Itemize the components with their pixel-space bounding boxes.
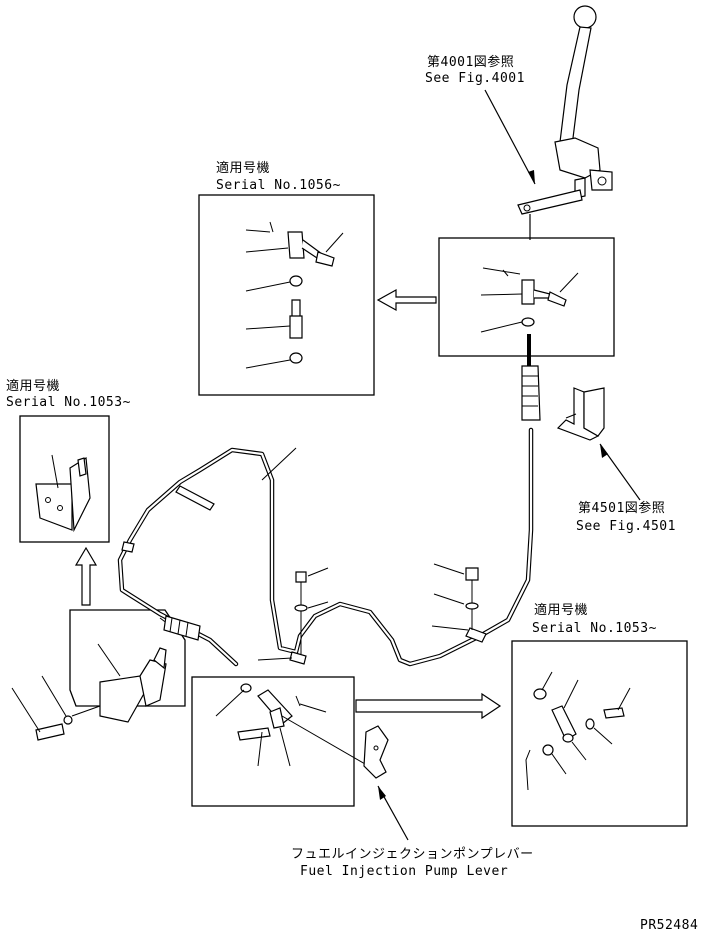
detail-box-bracket (69, 609, 186, 707)
detail-box-cable-end (438, 237, 615, 357)
arrowhead-4501 (600, 444, 608, 458)
ref-4001-en: See Fig.4001 (425, 71, 525, 86)
ref-4501-jp: 第4501図参照 (578, 500, 665, 516)
serial-1053-left-jp: 適用号機 (6, 378, 60, 394)
throttle-lever (517, 5, 613, 240)
pump-lever-jp: フュエルインジェクションポンプレバー (291, 847, 534, 862)
bracket-fig-4501 (556, 387, 605, 441)
detail-box-serial-1053-left (19, 415, 110, 543)
detail-box-serial-1056 (198, 194, 375, 396)
serial-1053-right-jp: 適用号機 (534, 602, 588, 618)
control-cable (117, 365, 541, 667)
clamp-bolts (294, 563, 479, 654)
detail-box-serial-1053-right (511, 640, 688, 827)
arrow-up (74, 546, 98, 606)
fuel-pump-lever (363, 725, 389, 779)
serial-1053-left-en: Serial No.1053~ (6, 395, 131, 410)
serial-1056-parts (245, 221, 344, 369)
bracket-detail-left (35, 454, 91, 533)
ref-4501-en: See Fig.4501 (576, 519, 676, 534)
arrowhead-pump (378, 786, 386, 800)
serial-1053-right-parts (525, 671, 631, 791)
pump-lever-en: Fuel Injection Pump Lever (300, 864, 508, 879)
lever-linkage-parts (215, 683, 373, 769)
serial-1053-right-en: Serial No.1053~ (532, 621, 657, 636)
arrow-right (355, 692, 502, 720)
cable-end-parts (480, 267, 579, 366)
serial-1056-en: Serial No.1056~ (216, 178, 341, 193)
leader-line (484, 89, 536, 185)
detail-box-lever-linkage (191, 676, 355, 807)
arrow-left (376, 288, 437, 312)
ref-4001-jp: 第4001図参照 (427, 54, 514, 70)
bracket-assembly (11, 617, 185, 741)
drawing-number: PR52484 (640, 918, 698, 933)
serial-1056-jp: 適用号機 (216, 160, 270, 176)
arrowhead (528, 170, 535, 184)
